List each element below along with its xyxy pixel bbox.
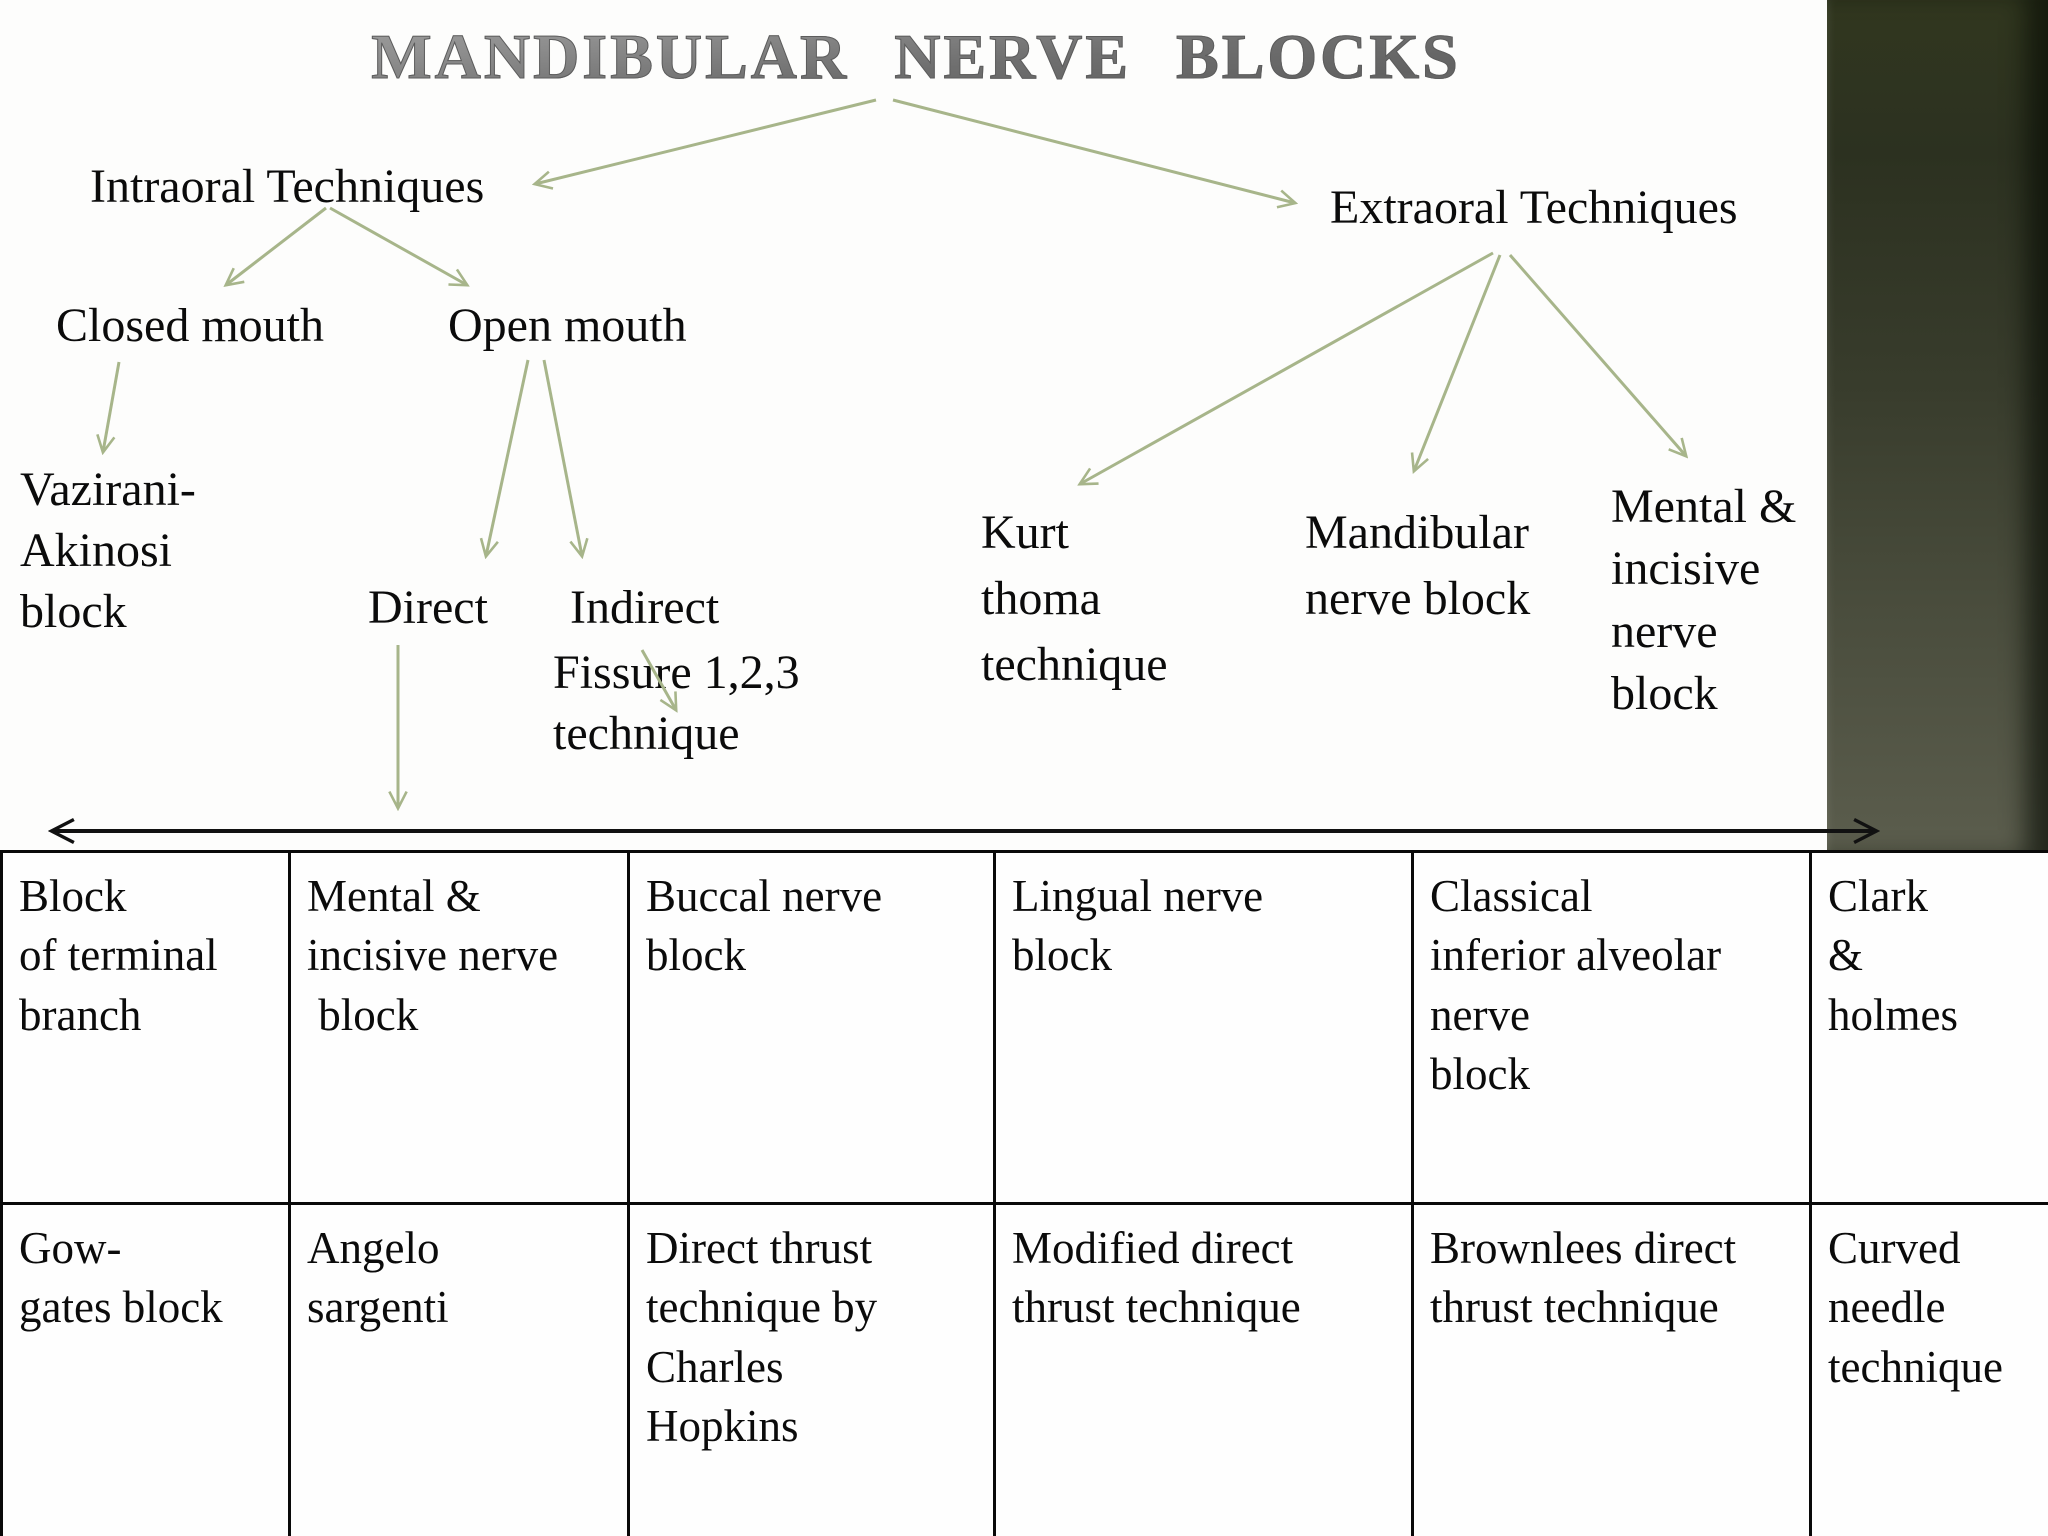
node-open-mouth: Open mouth (448, 299, 687, 352)
node-mandibular-nerve-block: Mandibular nerve block (1305, 506, 1531, 626)
arrow-open-to-indirect (542, 359, 582, 556)
node-extraoral-techniques: Extraoral Techniques (1330, 181, 1738, 234)
techniques-table: Block of terminal branch Mental & incisi… (0, 850, 2048, 1536)
right-gradient-strip (1827, 0, 2048, 851)
table-cell-curved-needle-technique: Curved needle technique (1828, 1223, 2003, 1392)
arrow-extraoral-to-mandibular (1414, 254, 1502, 471)
table-cell-block-of-terminal-branch: Block of terminal branch (3, 853, 291, 1205)
table-cell-mental-incisive-nerve-block: Mental & incisive nerve block (291, 853, 630, 1205)
node-direct: Direct (368, 581, 488, 634)
node-vazirani-akinosi-block: Vazirani- Akinosi block (20, 463, 196, 638)
arrow-indirect-to-fissure (640, 649, 676, 710)
table-cell-brownlees-direct-thrust: Brownlees direct thrust technique (1414, 1205, 1812, 1536)
arrow-title-to-extraoral (892, 98, 1295, 203)
node-kurt-thoma-technique: Kurt thoma technique (981, 506, 1168, 692)
arrow-title-to-intraoral (535, 98, 877, 184)
arrow-open-to-direct (486, 359, 530, 556)
table-cell-lingual-nerve-block: Lingual nerve block (996, 853, 1414, 1205)
node-mental-incisive-nerve-block: Mental & incisive nerve block (1611, 480, 1797, 721)
table-cell-buccal-nerve-block: Buccal nerve block (630, 853, 996, 1205)
table-cell-angelo-sargenti: Angelo sargenti (291, 1205, 630, 1536)
arrow-extraoral-to-mental (1508, 254, 1686, 456)
node-indirect: Indirect (570, 581, 720, 634)
arrow-closed-to-vazirani (103, 361, 121, 452)
node-fissure-technique: Fissure 1,2,3 technique (553, 646, 800, 760)
arrow-extraoral-to-kurt (1080, 251, 1494, 484)
table-cell-clark-holmes: Clark & holmes (1812, 853, 2048, 1205)
slide-title: MANDIBULAR NERVE BLOCKS (0, 20, 1832, 94)
node-closed-mouth: Closed mouth (56, 299, 325, 352)
arrow-intraoral-to-open (329, 206, 467, 285)
table-cell-modified-direct-thrust: Modified direct thrust technique (996, 1205, 1414, 1536)
table-cell-classical-inferior-alveolar: Classical inferior alveolar nerve block (1414, 853, 1812, 1205)
node-intraoral-techniques: Intraoral Techniques (90, 160, 485, 213)
table-cell-direct-thrust-charles-hopkins: Direct thrust technique by Charles Hopki… (630, 1205, 996, 1536)
table-cell-gow-gates-block: Gow- gates block (3, 1205, 291, 1536)
arrow-intraoral-to-closed (226, 206, 327, 285)
